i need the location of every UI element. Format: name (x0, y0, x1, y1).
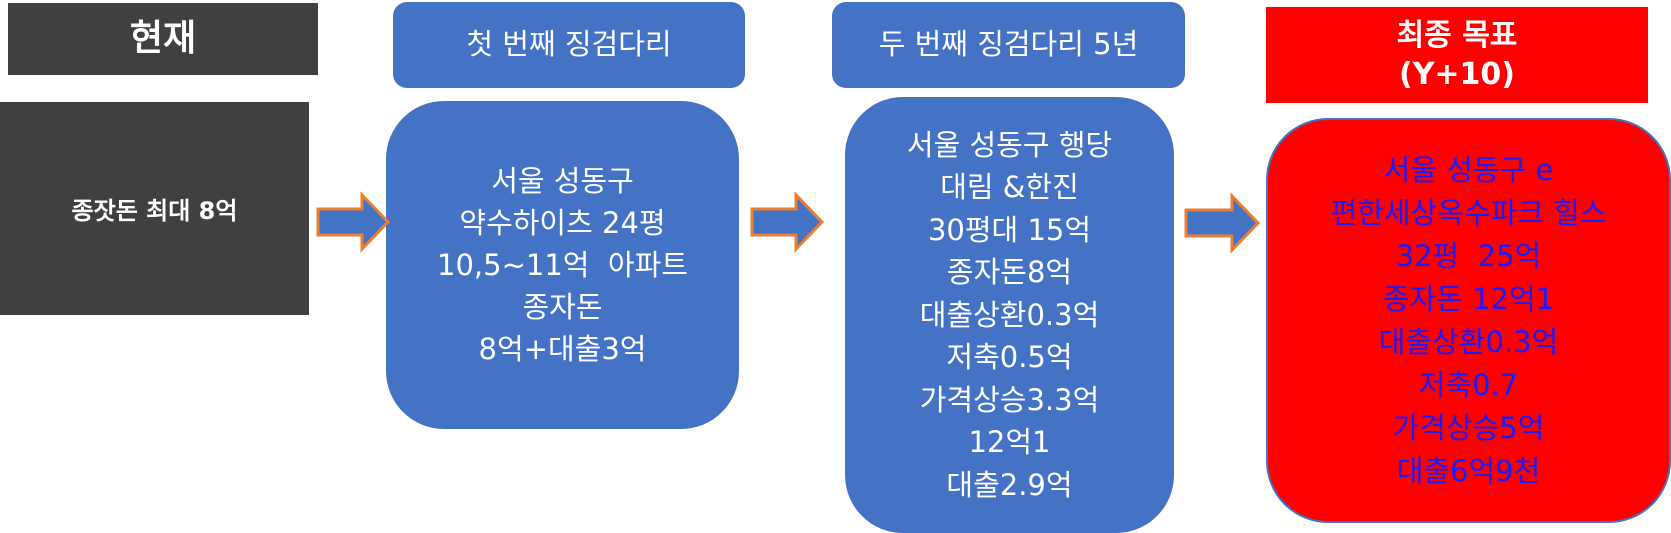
second-step-line: 대출2.9억 (946, 467, 1073, 502)
goal-line: 편한세상옥수파크 힐스 (1330, 195, 1607, 230)
stage-now-header: 현재 (8, 3, 318, 75)
goal-header-title: 최종 목표 (1396, 18, 1518, 53)
second-step-line: 가격상승3.3억 (919, 382, 1100, 417)
first-step-line: 약수하이츠 24평 (459, 206, 666, 240)
second-step-line: 종자돈8억 (946, 255, 1073, 290)
goal-line: 32평 25억 (1395, 238, 1542, 273)
stage-first-step-box: 서울 성동구 약수하이츠 24평 10,5~11억 아파트 종자돈 8억+대출3… (386, 101, 739, 429)
first-step-line: 종자돈 (522, 290, 603, 324)
second-step-line: 30평대 15억 (927, 212, 1092, 247)
first-step-line: 8억+대출3억 (478, 332, 647, 366)
second-step-line: 대림 &한진 (940, 170, 1079, 205)
goal-line: 대출상환0.3억 (1378, 324, 1559, 359)
second-step-line: 서울 성동구 행당 (906, 127, 1113, 162)
stage-now-box: 종잣돈 최대 8억 (0, 102, 309, 315)
stage-second-step-header: 두 번째 징검다리 5년 (832, 2, 1185, 88)
arrow-right-icon (750, 191, 825, 253)
now-line: 종잣돈 최대 8억 (71, 197, 238, 225)
first-step-line: 10,5~11억 아파트 (437, 248, 688, 282)
goal-header-subtitle: (Y+10) (1398, 57, 1516, 92)
stage-first-step-header: 첫 번째 징검다리 (393, 2, 745, 88)
second-step-line: 대출상환0.3억 (919, 297, 1100, 332)
goal-line: 서울 성동구 e (1383, 152, 1554, 187)
goal-line: 대출6억9천 (1396, 453, 1541, 488)
arrow-right-icon (1184, 192, 1261, 254)
arrow-right-icon (316, 191, 391, 253)
first-step-line: 서울 성동구 (491, 164, 634, 198)
goal-line: 저축0.7 (1418, 367, 1519, 402)
stage-goal-header: 최종 목표 (Y+10) (1266, 7, 1648, 103)
goal-line: 가격상승5억 (1392, 410, 1545, 445)
second-step-line: 12억1 (968, 425, 1051, 460)
goal-line: 종자돈 12억1 (1382, 281, 1555, 316)
stage-goal-box: 서울 성동구 e 편한세상옥수파크 힐스 32평 25억 종자돈 12억1 대출… (1266, 118, 1671, 523)
second-step-line: 저축0.5억 (946, 340, 1073, 375)
stage-second-step-box: 서울 성동구 행당 대림 &한진 30평대 15억 종자돈8억 대출상환0.3억… (845, 97, 1174, 533)
